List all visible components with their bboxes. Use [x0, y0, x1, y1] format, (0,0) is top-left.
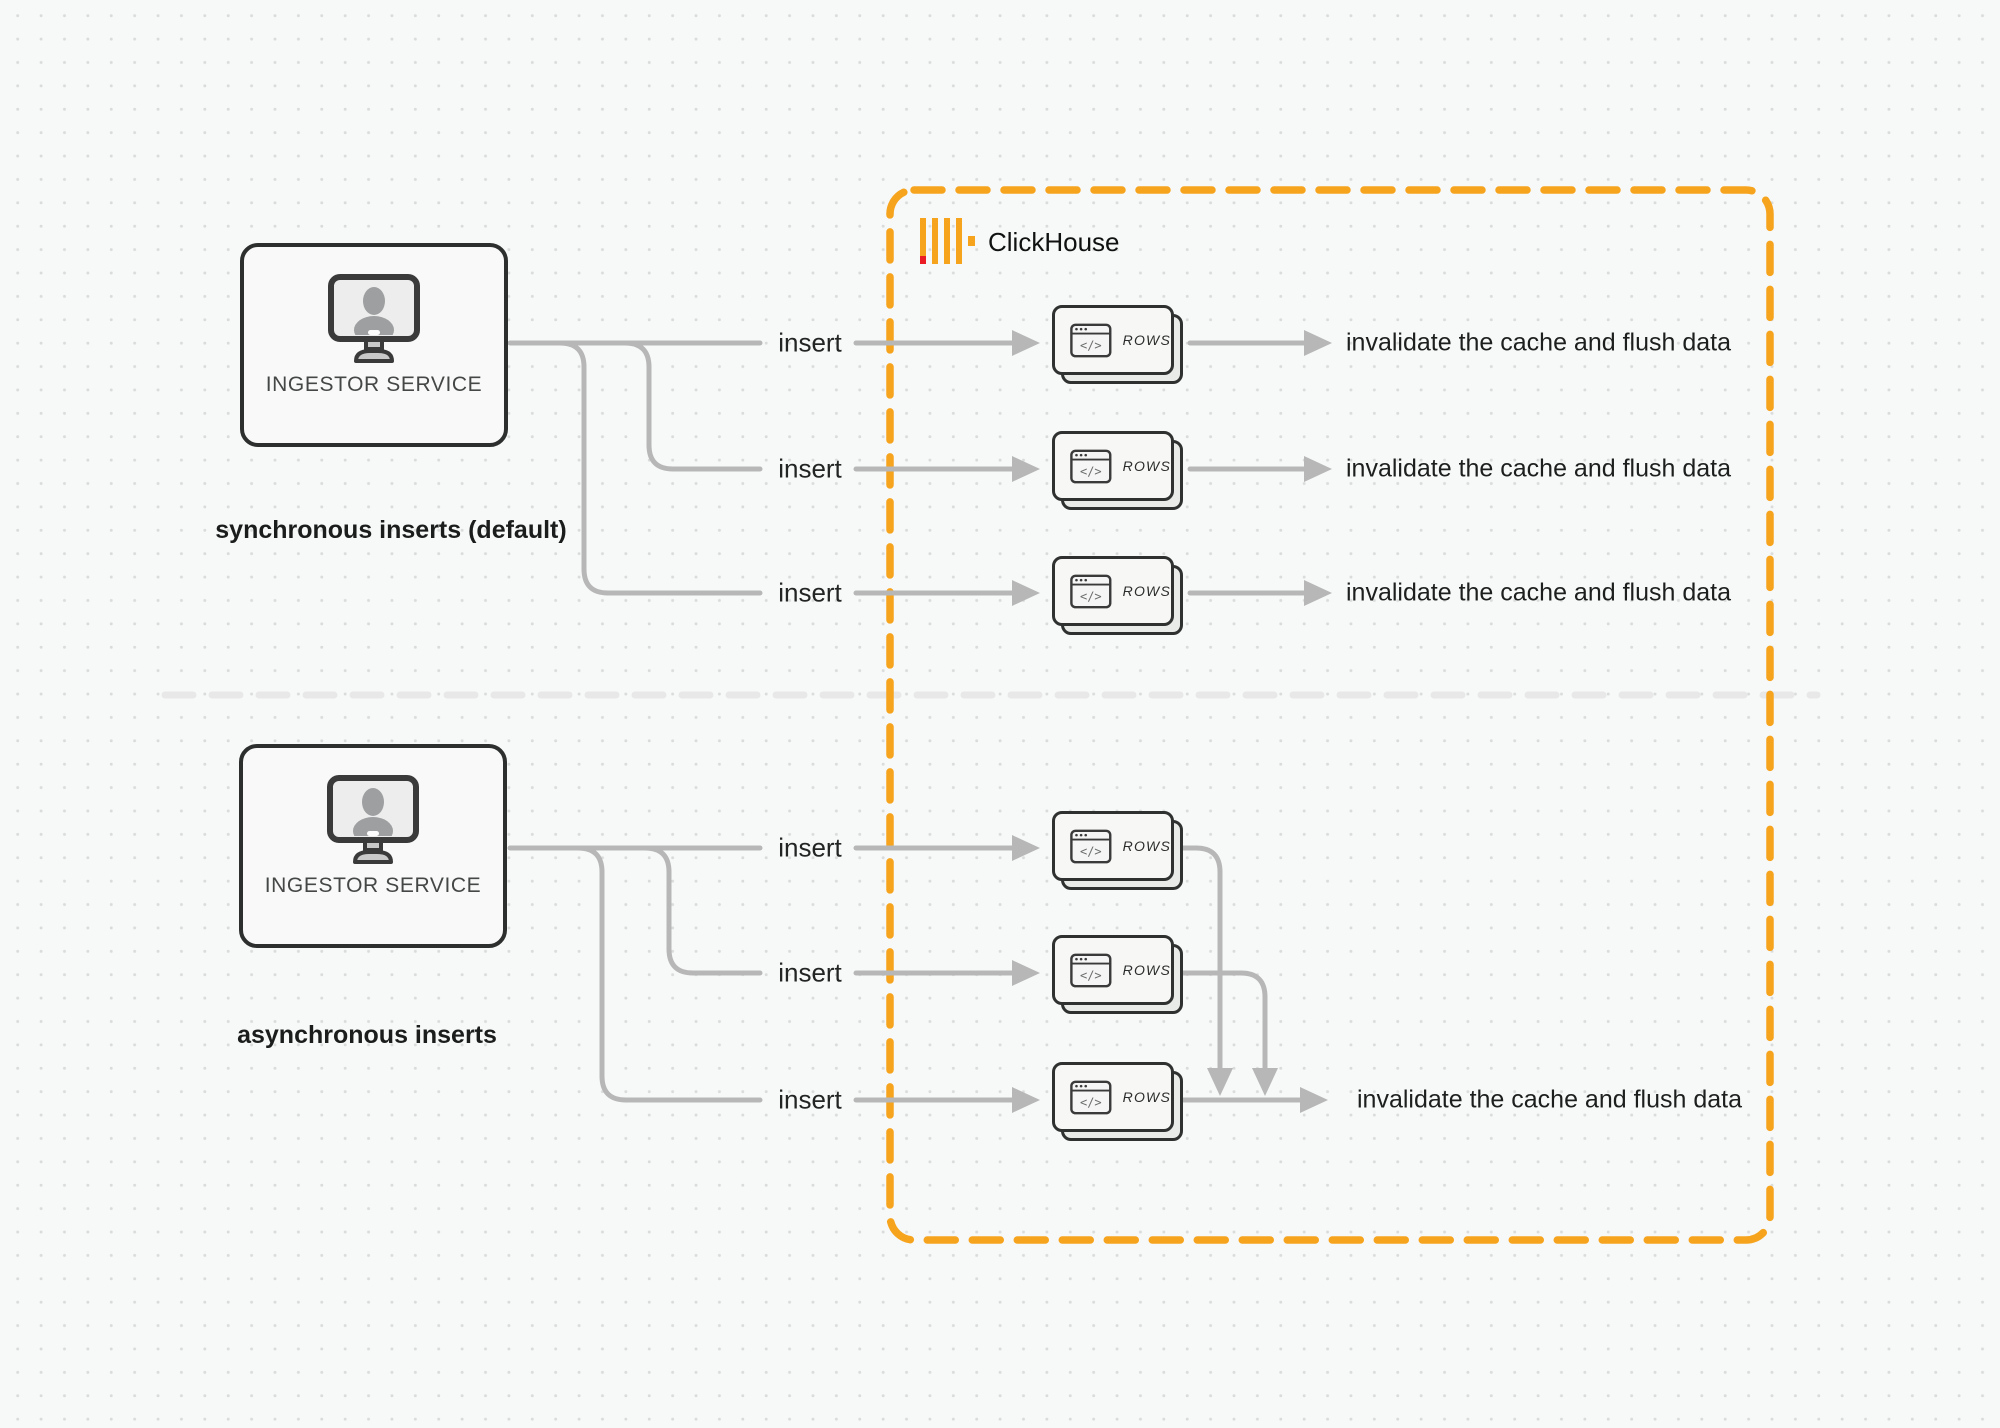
ingestor-service-label: INGESTOR SERVICE: [264, 874, 482, 897]
rows-card: </> ROWS: [1052, 305, 1174, 375]
insert-label-sync-1: insert: [778, 327, 842, 358]
arrowhead-right: [1012, 456, 1040, 482]
rows-table-async-2: </> ROWS: [1052, 935, 1184, 1015]
svg-text:</>: </>: [1080, 968, 1102, 982]
async-wire-merge2: [1180, 970, 1268, 1073]
insert-label-sync-2: insert: [778, 453, 842, 484]
rows-card: </> ROWS: [1052, 1062, 1174, 1132]
code-window-icon: </>: [1070, 829, 1112, 863]
rows-label: ROWS: [1122, 583, 1171, 599]
async-wire-row2-branch: [642, 845, 763, 976]
sync-wire-row3-branch: [557, 340, 763, 596]
code-window-icon: </>: [1070, 574, 1112, 608]
rows-card: </> ROWS: [1052, 935, 1174, 1005]
gray-wires: [507, 340, 1311, 1103]
clickhouse-bars-icon: [920, 218, 975, 264]
invalidate-label-sync-1: invalidate the cache and flush data: [1346, 328, 1731, 357]
insert-label-async-1: insert: [778, 832, 842, 863]
rows-table-sync-2: </> ROWS: [1052, 431, 1184, 511]
arrowheads: [1012, 330, 1332, 1113]
arrowhead-down: [1207, 1068, 1233, 1096]
rows-table-async-3: </> ROWS: [1052, 1062, 1184, 1142]
svg-text:</>: </>: [1080, 589, 1102, 603]
svg-text:</>: </>: [1080, 844, 1102, 858]
rows-label: ROWS: [1122, 332, 1171, 348]
arrowhead-right: [1012, 1087, 1040, 1113]
ingestor-service-label: INGESTOR SERVICE: [265, 373, 483, 396]
insert-label-async-3: insert: [778, 1084, 842, 1115]
rows-table-async-1: </> ROWS: [1052, 811, 1184, 891]
rows-table-sync-3: </> ROWS: [1052, 556, 1184, 636]
code-window-icon: </>: [1070, 449, 1112, 483]
insert-label-sync-3: insert: [778, 577, 842, 608]
arrowhead-right: [1012, 330, 1040, 356]
clickhouse-title: ClickHouse: [988, 227, 1120, 257]
invalidate-label-async: invalidate the cache and flush data: [1357, 1085, 1742, 1114]
code-window-icon: </>: [1070, 953, 1112, 987]
rows-card: </> ROWS: [1052, 811, 1174, 881]
rows-card: </> ROWS: [1052, 431, 1174, 501]
insert-label-async-2: insert: [778, 957, 842, 988]
arrowhead-right: [1012, 580, 1040, 606]
arrowhead-right: [1304, 580, 1332, 606]
rows-label: ROWS: [1122, 962, 1171, 978]
arrowhead-right: [1304, 456, 1332, 482]
rows-card: </> ROWS: [1052, 556, 1174, 626]
code-window-icon: </>: [1070, 1080, 1112, 1114]
async-wire-row3-branch: [575, 845, 763, 1103]
monitor-user-icon: [328, 274, 420, 363]
rows-label: ROWS: [1122, 458, 1171, 474]
ingestor-service-box-sync: INGESTOR SERVICE: [240, 243, 508, 447]
invalidate-label-sync-2: invalidate the cache and flush data: [1346, 454, 1731, 483]
arrowhead-down: [1252, 1068, 1278, 1096]
arrowhead-right: [1012, 960, 1040, 986]
svg-text:</>: </>: [1080, 464, 1102, 478]
rows-label: ROWS: [1122, 1089, 1171, 1105]
sync-caption: synchronous inserts (default): [215, 516, 567, 544]
clickhouse-boundary: [886, 186, 1774, 1244]
svg-text:</>: </>: [1080, 1095, 1102, 1109]
async-wire-merge1: [1180, 845, 1223, 1073]
code-window-icon: </>: [1070, 323, 1112, 357]
rows-table-sync-1: </> ROWS: [1052, 305, 1184, 385]
arrowhead-right: [1304, 330, 1332, 356]
arrowhead-right: [1012, 835, 1040, 861]
svg-text:</>: </>: [1080, 338, 1102, 352]
async-caption: asynchronous inserts: [237, 1021, 497, 1049]
sync-wire-row2-branch: [622, 340, 763, 472]
invalidate-label-sync-3: invalidate the cache and flush data: [1346, 578, 1731, 607]
monitor-user-icon: [327, 775, 419, 864]
arrowhead-right: [1300, 1087, 1328, 1113]
rows-label: ROWS: [1122, 838, 1171, 854]
ingestor-service-box-async: INGESTOR SERVICE: [239, 744, 507, 948]
